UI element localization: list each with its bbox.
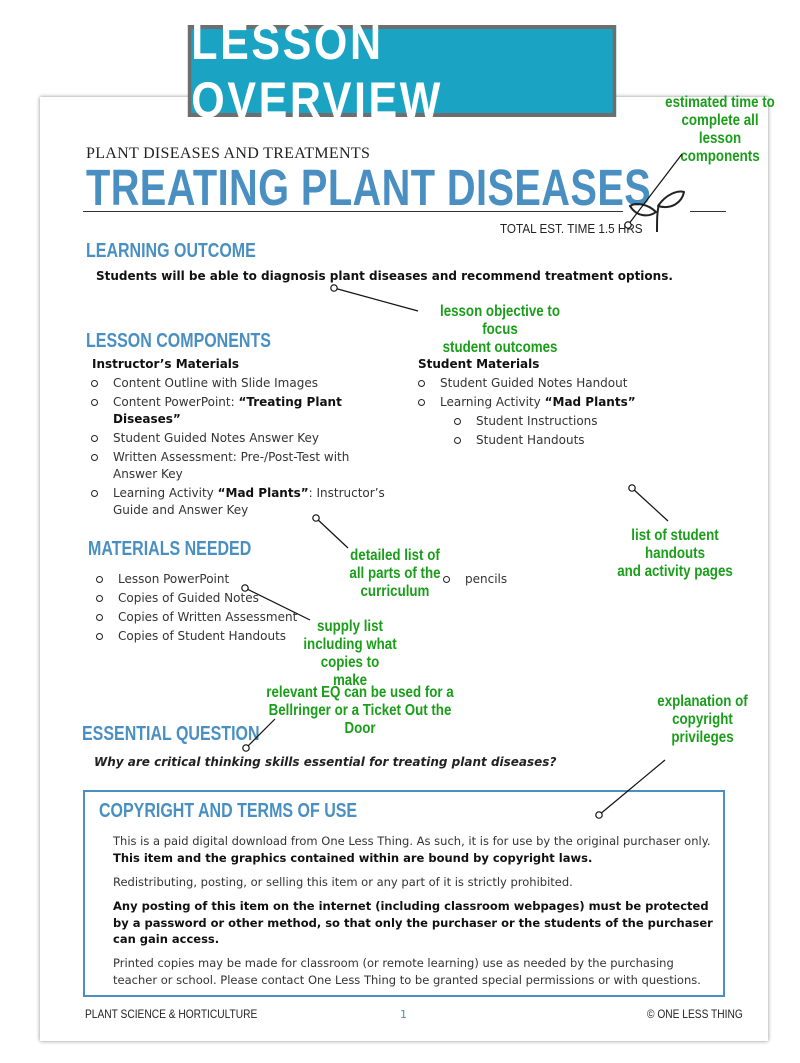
list-item: Content Outline with Slide Images <box>91 375 391 392</box>
copyright-heading: COPYRIGHT AND TERMS OF USE <box>99 800 422 823</box>
list-item: Copies of Student Handouts <box>96 628 316 645</box>
learning-outcome-heading-text: LEARNING OUTCOME <box>86 240 256 262</box>
list-item: Student Guided Notes Handout <box>418 375 718 392</box>
title-divider <box>83 211 623 212</box>
list-item: Student Guided Notes Answer Key <box>91 430 391 447</box>
copyright-box <box>83 790 725 997</box>
annotation-copyright: explanation of copyright privileges <box>657 693 748 746</box>
list-item: Student Handouts <box>454 432 714 449</box>
banner-title: LESSON OVERVIEW <box>191 14 443 128</box>
essential-question-heading: ESSENTIAL QUESTION <box>82 723 304 746</box>
page-title: TREATING PLANT DISEASES <box>86 158 800 217</box>
footer-course-label: PLANT SCIENCE & HORTICULTURE <box>85 1007 288 1021</box>
document-page <box>40 97 768 1041</box>
materials-needed-heading-text: MATERIALS NEEDED <box>88 538 252 560</box>
footer-course-text: PLANT SCIENCE & HORTICULTURE <box>85 1007 258 1021</box>
learning-outcome-text: Students will be able to diagnosis plant… <box>96 269 673 283</box>
materials-needed-heading: MATERIALS NEEDED <box>88 538 292 561</box>
student-materials-heading: Student Materials <box>418 357 540 371</box>
student-materials-list: Student Guided Notes Handout Learning Ac… <box>418 375 718 413</box>
page-title-text: TREATING PLANT DISEASES <box>86 159 652 216</box>
lesson-overview-banner: LESSON OVERVIEW <box>187 14 617 128</box>
list-item: Lesson PowerPoint <box>96 571 316 588</box>
materials-needed-list-right: pencils <box>443 571 563 590</box>
list-item: Copies of Guided Notes <box>96 590 316 607</box>
copyright-heading-text: COPYRIGHT AND TERMS OF USE <box>99 800 358 822</box>
student-materials-sublist: Student Instructions Student Handouts <box>454 413 714 451</box>
learning-outcome-heading: LEARNING OUTCOME <box>86 240 298 263</box>
instructor-materials-list: Content Outline with Slide Images Conten… <box>91 375 391 521</box>
total-time-label: TOTAL EST. TIME 1.5 HRS <box>500 221 658 236</box>
title-divider-right <box>690 211 726 212</box>
list-item: Learning Activity “Mad Plants”: Instruct… <box>91 485 391 519</box>
copyright-paragraph-4: Printed copies may be made for classroom… <box>113 956 701 987</box>
footer-copyright-text: © ONE LESS THING <box>647 1007 743 1021</box>
leaf-sprout-icon <box>629 190 685 233</box>
annotation-supply-list: supply list including what copies to mak… <box>303 618 397 689</box>
instructor-materials-heading: Instructor’s Materials <box>92 357 240 371</box>
annotation-essential-question: relevant EQ can be used for a Bellringer… <box>266 684 454 737</box>
essential-question-text: Why are critical thinking skills essenti… <box>94 755 557 769</box>
list-item: pencils <box>443 571 563 588</box>
materials-needed-list: Lesson PowerPoint Copies of Guided Notes… <box>96 571 316 647</box>
footer-page-number: 1 <box>400 1008 407 1021</box>
footer-copyright-label: © ONE LESS THING <box>647 1007 760 1021</box>
list-item: Student Instructions <box>454 413 714 430</box>
list-item: Content PowerPoint: “Treating Plant Dise… <box>91 394 391 428</box>
copyright-paragraph-3: Any posting of this item on the internet… <box>113 899 713 946</box>
total-time-text: TOTAL EST. TIME 1.5 HRS <box>500 221 643 236</box>
essential-question-heading-text: ESSENTIAL QUESTION <box>82 723 260 745</box>
annotation-student-handouts: list of student handouts and activity pa… <box>617 527 733 580</box>
lesson-components-heading-text: LESSON COMPONENTS <box>86 330 271 352</box>
list-item: Copies of Written Assessment <box>96 609 316 626</box>
subject-label: PLANT DISEASES AND TREATMENTS <box>86 145 371 162</box>
list-item: Learning Activity “Mad Plants” <box>418 394 718 411</box>
copyright-paragraph-1: This is a paid digital download from One… <box>113 834 711 865</box>
lesson-components-heading: LESSON COMPONENTS <box>86 330 317 353</box>
copyright-paragraph-2: Redistributing, posting, or selling this… <box>113 875 573 889</box>
annotation-objective: lesson objective to focus student outcom… <box>439 303 560 356</box>
list-item: Written Assessment: Pre-/Post-Test with … <box>91 449 391 483</box>
annotation-estimated-time: estimated time to complete all lesson co… <box>665 94 775 165</box>
annotation-detailed-list: detailed list of all parts of the curric… <box>349 547 441 600</box>
